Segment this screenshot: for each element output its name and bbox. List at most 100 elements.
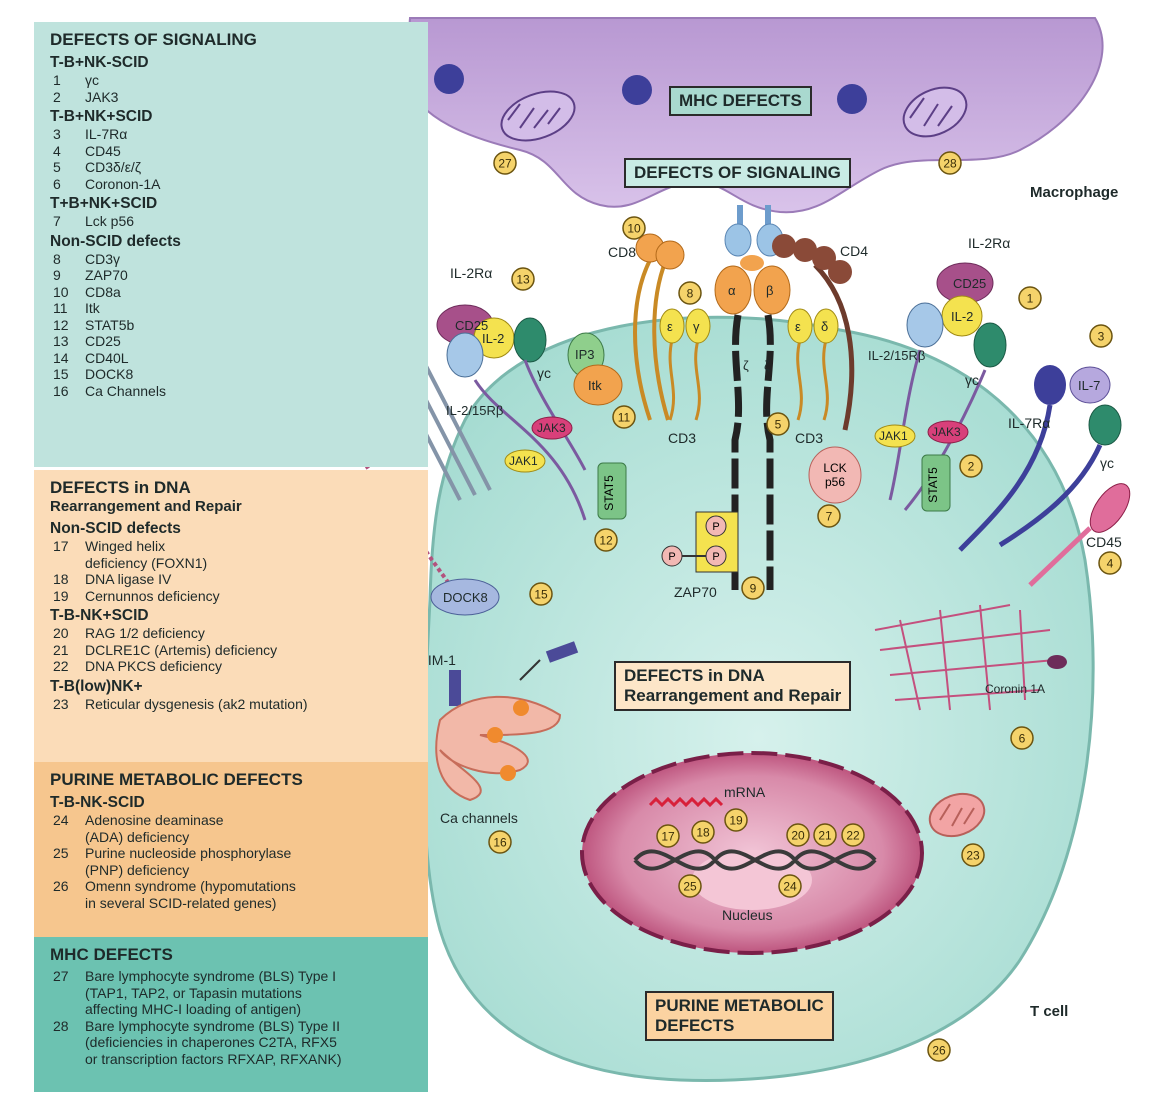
svg-text:9: 9 xyxy=(750,582,757,596)
svg-text:27: 27 xyxy=(498,157,512,171)
svg-text:10: 10 xyxy=(627,222,641,236)
defect-item: 11Itk xyxy=(50,300,418,317)
svg-text:15: 15 xyxy=(534,588,548,602)
defect-text: Itk xyxy=(85,300,418,317)
defect-item: 19Cernunnos deficiency xyxy=(50,588,418,605)
label-lck-p56: p56 xyxy=(825,475,845,489)
defect-number: 17 xyxy=(50,538,85,571)
defect-text: JAK3 xyxy=(85,89,418,106)
panel-title: PURINE METABOLIC DEFECTS xyxy=(50,770,418,790)
defect-number: 14 xyxy=(50,350,85,367)
marker-5: 5 xyxy=(767,413,789,435)
defect-text: CD40L xyxy=(85,350,418,367)
label-il2: IL-2 xyxy=(482,331,504,346)
defect-item: 25Purine nucleoside phosphorylase (PNP) … xyxy=(50,845,418,878)
defect-number: 6 xyxy=(50,176,85,193)
ca-ion xyxy=(513,700,529,716)
defect-number: 22 xyxy=(50,658,85,675)
label-coronin: Coronin 1A xyxy=(985,682,1045,696)
group-heading: T+B+NK+SCID xyxy=(50,194,418,213)
svg-text:17: 17 xyxy=(661,830,675,844)
svg-text:12: 12 xyxy=(599,534,613,548)
ca-ion xyxy=(487,727,503,743)
marker-15: 15 xyxy=(530,583,552,605)
label-gc: γc xyxy=(965,372,979,388)
callout-mhc-defects: MHC DEFECTS xyxy=(669,86,812,116)
label-delta: δ xyxy=(821,319,828,334)
svg-text:23: 23 xyxy=(966,849,980,863)
marker-7: 7 xyxy=(818,505,840,527)
defect-text: CD25 xyxy=(85,333,418,350)
il2-15rb-left xyxy=(447,333,483,377)
defect-number: 4 xyxy=(50,143,85,160)
defect-text: CD8a xyxy=(85,284,418,301)
defect-item: 5CD3δ/ε/ζ xyxy=(50,159,418,176)
label-stat5: STAT5 xyxy=(602,475,616,511)
defect-text: Coronon-1A xyxy=(85,176,418,193)
label-jak1: JAK1 xyxy=(509,454,538,468)
panel-dna-repair: DEFECTS in DNA Rearrangement and Repair … xyxy=(34,470,428,762)
defect-number: 7 xyxy=(50,213,85,230)
defect-number: 11 xyxy=(50,300,85,317)
label-gc: γc xyxy=(537,365,551,381)
defect-text: Winged helix deficiency (FOXN1) xyxy=(85,538,418,571)
defect-text: Cernunnos deficiency xyxy=(85,588,418,605)
svg-text:26: 26 xyxy=(932,1044,946,1058)
marker-8: 8 xyxy=(679,282,701,304)
label-il2-15rb: IL-2/15Rβ xyxy=(868,348,925,363)
marker-12: 12 xyxy=(595,529,617,551)
defect-item: 16Ca Channels xyxy=(50,383,418,400)
defect-number: 21 xyxy=(50,642,85,659)
label-cd3: CD3 xyxy=(668,430,696,446)
defect-number: 13 xyxy=(50,333,85,350)
label-beta: β xyxy=(766,283,773,298)
marker-26: 26 xyxy=(928,1039,950,1061)
defect-item: 27Bare lymphocyte syndrome (BLS) Type I … xyxy=(50,968,418,1018)
macrophage-vesicle xyxy=(622,75,652,105)
svg-text:5: 5 xyxy=(775,418,782,432)
macrophage-label: Macrophage xyxy=(1030,184,1118,201)
defect-text: DCLRE1C (Artemis) deficiency xyxy=(85,642,418,659)
defect-item: 10CD8a xyxy=(50,284,418,301)
label-epsilon: ε xyxy=(795,319,801,334)
marker-17: 17 xyxy=(657,825,679,847)
svg-text:21: 21 xyxy=(818,829,832,843)
defect-item: 23Reticular dysgenesis (ak2 mutation) xyxy=(50,696,418,713)
group-heading: T-B+NK-SCID xyxy=(50,53,418,72)
defect-number: 15 xyxy=(50,366,85,383)
defect-text: IL-7Rα xyxy=(85,126,418,143)
t-cell-label: T cell xyxy=(1030,1003,1068,1020)
svg-text:20: 20 xyxy=(791,829,805,843)
label-cd45: CD45 xyxy=(1086,534,1122,550)
label-cd4: CD4 xyxy=(840,243,868,259)
cd4-domain xyxy=(772,234,796,258)
svg-text:19: 19 xyxy=(729,814,743,828)
defect-number: 3 xyxy=(50,126,85,143)
defect-text: RAG 1/2 deficiency xyxy=(85,625,418,642)
marker-2: 2 xyxy=(960,455,982,477)
defect-text: ZAP70 xyxy=(85,267,418,284)
defect-number: 27 xyxy=(50,968,85,1018)
svg-text:3: 3 xyxy=(1098,330,1105,344)
group-heading: T-B-NK+SCID xyxy=(50,606,418,625)
panel-mhc: MHC DEFECTS 27Bare lymphocyte syndrome (… xyxy=(34,937,428,1092)
group-heading: Non-SCID defects xyxy=(50,232,418,251)
defect-number: 18 xyxy=(50,571,85,588)
defect-number: 5 xyxy=(50,159,85,176)
marker-16: 16 xyxy=(489,831,511,853)
marker-22: 22 xyxy=(842,824,864,846)
mhc-domain xyxy=(725,224,751,256)
defect-item: 18DNA ligase IV xyxy=(50,571,418,588)
peptide xyxy=(740,255,764,271)
defect-number: 25 xyxy=(50,845,85,878)
label-lck-p56: LCK xyxy=(823,461,846,475)
label-ip3: IP3 xyxy=(575,347,595,362)
marker-1: 1 xyxy=(1019,287,1041,309)
label-ca-channels: Ca channels xyxy=(440,810,518,826)
ca-ion xyxy=(500,765,516,781)
